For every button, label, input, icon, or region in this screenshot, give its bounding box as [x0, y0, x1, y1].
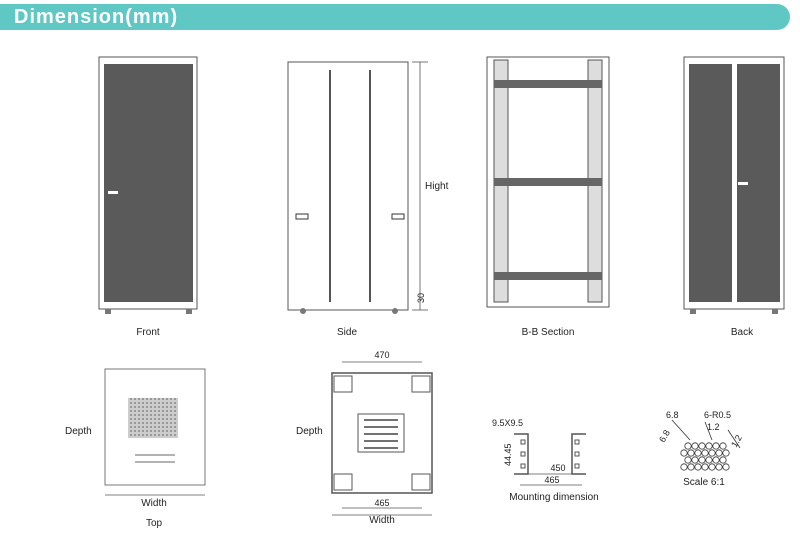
header-banner: Dimension(mm) [0, 4, 790, 30]
section-view [486, 56, 610, 308]
dim-1-2: 1.2 [707, 422, 720, 432]
scale-label: Scale 6:1 [683, 477, 725, 488]
thirty-dimension: 30 [416, 293, 426, 303]
back-view [683, 56, 785, 314]
dim-465: 465 [544, 475, 559, 485]
pitch-dimension: 44.45 [503, 443, 513, 466]
plan-dim-465: 465 [374, 498, 389, 508]
radius-dimension: 6-R0.5 [704, 410, 731, 420]
dim-470: 470 [374, 350, 389, 360]
side-label: Side [337, 327, 357, 338]
front-view [98, 56, 198, 314]
page-title: Dimension(mm) [14, 6, 179, 28]
side-view [287, 61, 428, 314]
plan-depth-label: Depth [296, 426, 323, 437]
dim-6-8-side: 6.8 [657, 428, 672, 444]
dim-450: 450 [550, 463, 565, 473]
mounting-diagram [514, 433, 586, 486]
mounting-label: Mounting dimension [509, 492, 599, 503]
section-label: B-B Section [522, 327, 575, 338]
top-label: Top [146, 518, 163, 529]
perforation-detail [671, 419, 741, 471]
hight-dimension: Hight [425, 181, 449, 192]
top-width-label: Width [141, 498, 167, 509]
dim-6-8-top: 6.8 [666, 410, 679, 420]
plan-width-label: Width [369, 515, 395, 526]
back-label: Back [731, 327, 754, 338]
top-depth-label: Depth [65, 426, 92, 437]
front-label: Front [136, 327, 160, 338]
bottom-plan-view [331, 361, 433, 516]
hole-dimension: 9.5X9.5 [492, 418, 523, 428]
top-view [104, 368, 206, 496]
